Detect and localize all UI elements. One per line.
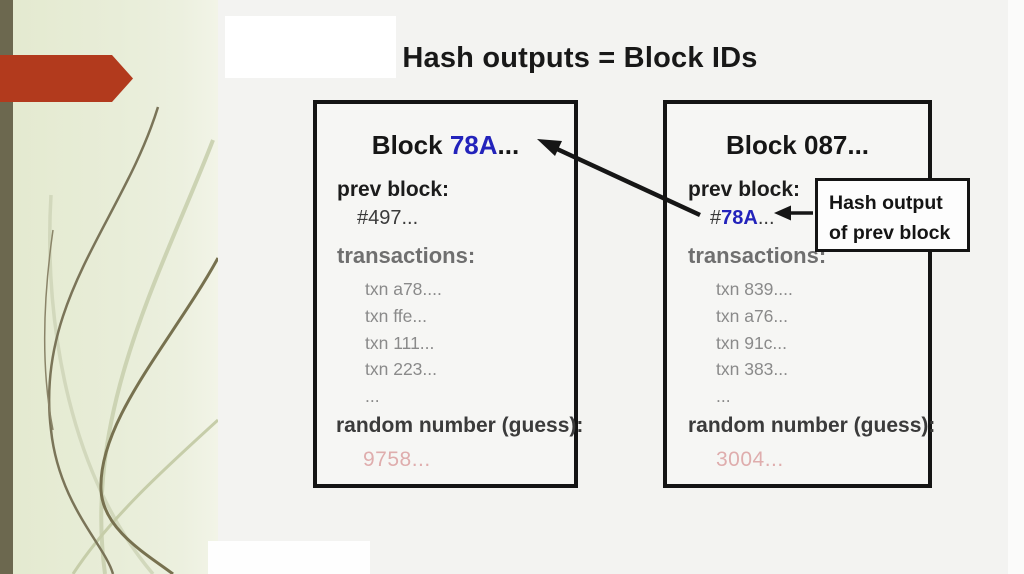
txn-item-ellipsis: ... <box>365 386 380 407</box>
prev-block-value: #78A... <box>710 207 775 230</box>
txn-item: txn 223... <box>365 359 437 380</box>
block-78a-id: 78A <box>449 130 498 160</box>
txn-item: txn a76... <box>716 305 788 326</box>
transactions-label: transactions: <box>337 243 476 268</box>
transactions-list: txn a78.... txn ffe... txn 111... txn 22… <box>365 276 442 410</box>
block-78a-title-prefix: Block <box>371 130 450 160</box>
transactions-list: txn 839.... txn a76... txn 91c... txn 38… <box>716 276 793 410</box>
hash-sign: # <box>710 207 722 229</box>
red-arrow-icon <box>0 55 133 102</box>
block-087-title: Block 087... <box>725 130 870 160</box>
prev-block-value: #497... <box>357 207 419 229</box>
txn-item-ellipsis: ... <box>716 386 731 407</box>
white-strip-right <box>1008 0 1024 574</box>
txn-item: txn a78.... <box>365 279 442 299</box>
page-title: Hash outputs = Block IDs <box>402 42 758 74</box>
random-number-value: 9758... <box>363 448 431 471</box>
white-patch-bottom-left <box>208 541 370 574</box>
txn-item: txn 839.... <box>716 279 793 299</box>
random-number-label: random number (guess): <box>336 414 584 437</box>
block-087: Block 087... prev block: #78A... transac… <box>663 100 936 488</box>
txn-item: txn 383... <box>716 359 788 380</box>
prev-block-label: prev block: <box>688 178 801 201</box>
hash-output-callout: Hash output of prev block <box>815 178 970 252</box>
random-number-label: random number (guess): <box>688 414 936 437</box>
txn-item: txn ffe... <box>365 305 427 326</box>
prev-block-suffix: ... <box>757 207 775 229</box>
white-patch-top-left <box>225 16 396 78</box>
txn-item: txn 91c... <box>716 332 788 353</box>
block-78a-title: Block 78A... <box>317 130 574 161</box>
block-78a: Block 78A... prev block: #497... transac… <box>313 100 583 488</box>
random-number-value: 3004... <box>716 448 784 471</box>
transactions-label: transactions: <box>688 243 827 268</box>
prev-block-id: 78A <box>721 207 758 229</box>
grass-curves-decoration <box>43 106 218 574</box>
txn-item: txn 111... <box>365 332 435 353</box>
prev-block-label: prev block: <box>337 178 450 201</box>
left-edge-strip <box>0 0 13 574</box>
block-78a-title-suffix: ... <box>497 130 520 160</box>
